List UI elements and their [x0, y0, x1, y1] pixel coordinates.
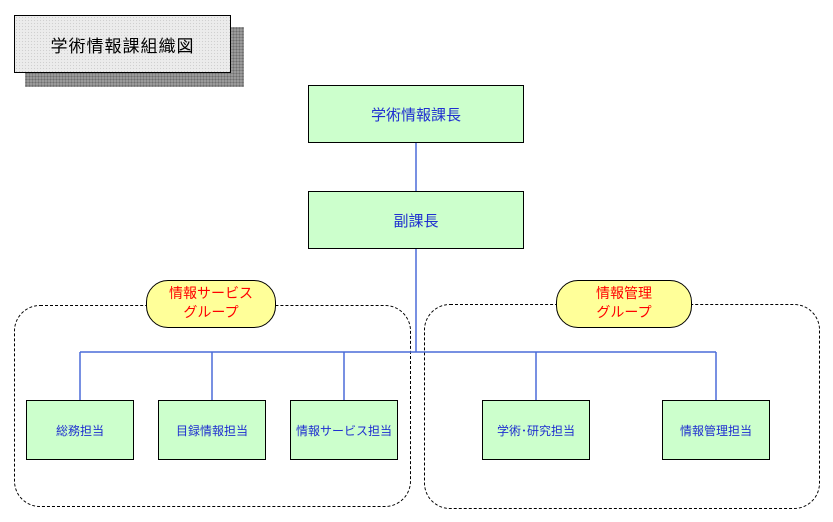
node-deputy-label: 副課長	[393, 211, 439, 230]
node-academic-research: 学術･研究担当	[482, 400, 590, 460]
page-title-box: 学術情報課組織図	[14, 15, 231, 73]
node-head: 学術情報課長	[308, 85, 524, 143]
node-head-label: 学術情報課長	[370, 105, 461, 124]
page-title: 学術情報課組織図	[50, 36, 195, 57]
node-academic-research-label: 学術･研究担当	[496, 423, 575, 438]
node-catalog-info-label: 目録情報担当	[175, 423, 248, 438]
node-info-management-label: 情報管理担当	[679, 423, 752, 438]
node-deputy: 副課長	[308, 191, 524, 249]
node-info-service: 情報サービス担当	[290, 400, 398, 460]
group-label-info-service: 情報サービス グループ	[146, 280, 276, 328]
node-info-service-label: 情報サービス担当	[295, 423, 392, 438]
node-general-affairs: 総務担当	[26, 400, 134, 460]
node-catalog-info: 目録情報担当	[158, 400, 266, 460]
node-general-affairs-label: 総務担当	[55, 423, 104, 438]
group-label-info-management: 情報管理 グループ	[556, 280, 692, 328]
node-info-management: 情報管理担当	[662, 400, 770, 460]
